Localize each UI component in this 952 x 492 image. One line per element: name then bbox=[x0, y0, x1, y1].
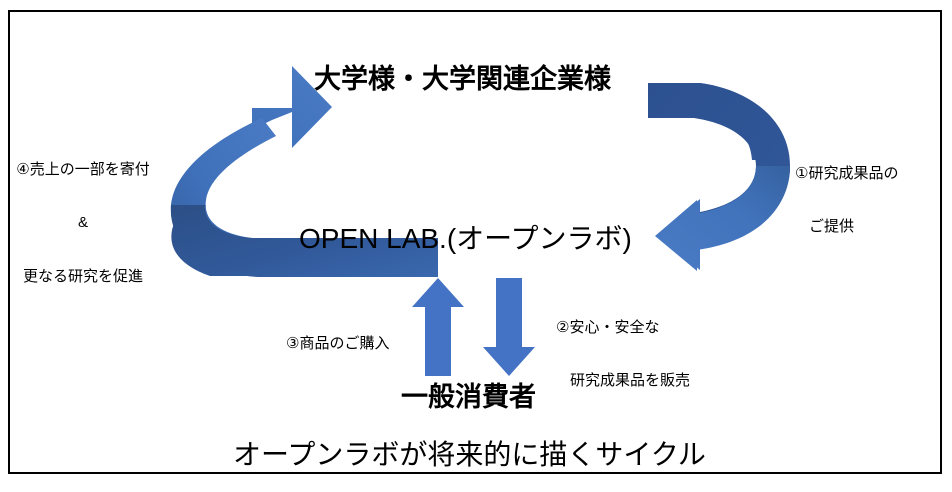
diagram-caption: オープンラボが将来的に描くサイクル bbox=[233, 439, 706, 470]
node-university-label: 大学様・大学関連企業様 bbox=[314, 64, 611, 94]
straight-arrow-down-icon bbox=[483, 278, 535, 376]
step-4-line-3: 更なる研究を促進 bbox=[22, 267, 143, 285]
curved-arrow-left-up-icon bbox=[170, 66, 438, 277]
step-4-line-1: ④売上の一部を寄付 bbox=[16, 161, 150, 179]
curved-arrow-right-down-icon bbox=[648, 83, 790, 271]
step-1-label: ①研究成果品の ご提供 bbox=[795, 130, 898, 272]
straight-arrow-up-icon bbox=[412, 278, 464, 376]
diagram-frame bbox=[8, 10, 942, 474]
node-consumer-label: 一般消費者 bbox=[401, 382, 536, 412]
step-4-label: ④売上の一部を寄付 & 更なる研究を促進 bbox=[8, 126, 158, 321]
step-3-line-1: ③商品のご購入 bbox=[286, 335, 390, 353]
step-1-line-2: ご提供 bbox=[809, 218, 855, 236]
node-openlab-label: OPEN LAB.(オープンラボ) bbox=[299, 223, 632, 254]
step-1-line-1: ①研究成果品の bbox=[795, 165, 899, 183]
step-2-line-2: 研究成果品を販売 bbox=[570, 372, 691, 390]
step-3-label: ③商品のご購入 bbox=[286, 300, 389, 388]
step-2-line-1: ②安心・安全な bbox=[556, 319, 660, 337]
step-4-line-2: & bbox=[77, 214, 88, 232]
step-2-label: ②安心・安全な 研究成果品を販売 bbox=[556, 284, 690, 426]
